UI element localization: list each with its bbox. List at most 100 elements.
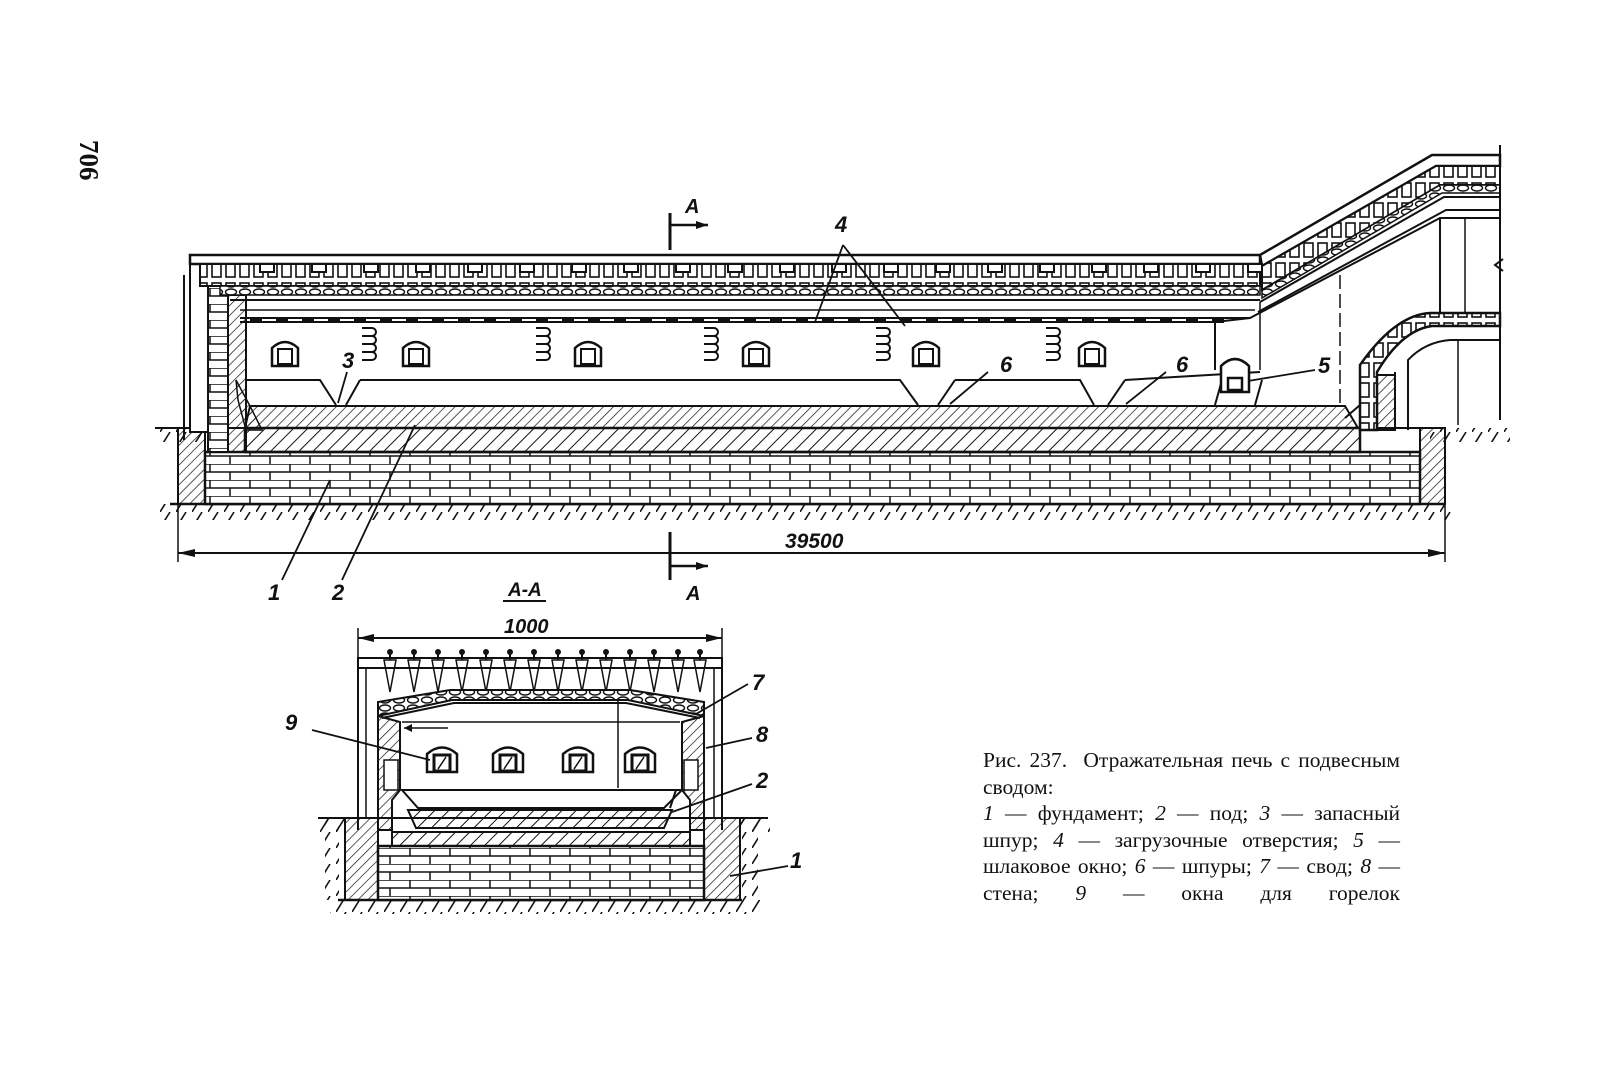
- roof-tie-mark: [562, 318, 574, 323]
- charging-opening-mark: [727, 263, 743, 273]
- roof-tie-mark: [250, 318, 262, 323]
- roof-tie-mark: [302, 318, 314, 323]
- callouts-section: 7 8 2 1 9: [285, 670, 802, 877]
- hearth: [243, 405, 1362, 454]
- roof-tie-mark: [848, 318, 860, 323]
- callout-9: 9: [285, 710, 298, 735]
- roof-tie-mark: [432, 318, 444, 323]
- roof-tie-mark: [1030, 318, 1042, 323]
- roof-tie-mark: [354, 318, 366, 323]
- roof-tie-mark: [640, 318, 652, 323]
- legend-num-2: 2: [1155, 801, 1166, 825]
- charging-opening-mark: [1039, 263, 1055, 273]
- section-foundation: [376, 844, 706, 902]
- roof-tie-mark: [692, 318, 704, 323]
- roof-tie-mark: [484, 318, 496, 323]
- legend-num-7: 7: [1259, 854, 1271, 878]
- charging-opening-mark: [883, 263, 899, 273]
- callout-1-section: 1: [790, 848, 802, 873]
- foundation: [177, 427, 1446, 506]
- side-windows: [270, 340, 1107, 368]
- callout-7: 7: [752, 670, 766, 695]
- section-walls: [344, 714, 741, 901]
- roof-tie-mark: [458, 318, 470, 323]
- legend-text-4: загрузочные отверстия;: [1114, 827, 1339, 852]
- callout-4: 4: [834, 212, 847, 237]
- figure-title: Отражательная печь с подвесным сводом:: [983, 748, 1400, 799]
- roof-tie-mark: [1004, 318, 1016, 323]
- roof-tie-mark: [1186, 318, 1198, 323]
- roof-tie-mark: [796, 318, 808, 323]
- legend-text-2: под;: [1209, 801, 1249, 825]
- callout-2-section: 2: [755, 768, 769, 793]
- caption-line-1: Рис. 237. Отражательная печь с подвесным…: [983, 747, 1400, 800]
- charging-opening-mark: [467, 263, 483, 273]
- charging-opening-mark: [1143, 263, 1159, 273]
- charging-opening-mark: [935, 263, 951, 273]
- main-view: A A 39500 1 2 3 4: [155, 145, 1510, 605]
- charging-opening-mark: [1091, 263, 1107, 273]
- charging-opening-mark: [1195, 263, 1211, 273]
- charging-opening-mark: [363, 263, 379, 273]
- legend-text-3: запасный шпур;: [983, 801, 1401, 852]
- legend-text-5: шлаковое окно;: [983, 854, 1128, 878]
- burner-windows: [425, 746, 657, 774]
- charging-opening-mark: [259, 263, 275, 273]
- roof-tie-mark: [1160, 318, 1172, 323]
- roof-tie-mark: [510, 318, 522, 323]
- width-dimension: 1000: [357, 616, 723, 668]
- roof-tie-mark: [770, 318, 782, 323]
- section-mark-bottom: A: [668, 532, 708, 605]
- right-flue: [1344, 311, 1502, 432]
- legend-text-7: свод;: [1306, 854, 1353, 878]
- legend-text-9: окна для горелок: [1181, 880, 1401, 905]
- callout-6-second: 6: [1176, 352, 1189, 377]
- roof-tie-mark: [276, 318, 288, 323]
- charging-opening-mark: [987, 263, 1003, 273]
- roof-tie-mark: [536, 318, 548, 323]
- section-mark-label-bottom: A: [685, 583, 700, 605]
- length-dimension-label: 39500: [785, 530, 844, 553]
- charging-opening-mark: [415, 263, 431, 273]
- roof-tie-mark: [614, 318, 626, 323]
- roof-tie-mark: [406, 318, 418, 323]
- roof-tie-mark: [978, 318, 990, 323]
- section-mark-top: A: [668, 196, 708, 250]
- legend-num-6: 6: [1134, 854, 1146, 878]
- width-dimension-label: 1000: [504, 616, 549, 638]
- roof-tie-mark: [1108, 318, 1120, 323]
- roof-tie-mark: [1056, 318, 1068, 323]
- section-hearth: [391, 789, 691, 847]
- roof-tie-mark: [380, 318, 392, 323]
- slag-window: [1219, 357, 1251, 394]
- callout-2: 2: [331, 580, 345, 605]
- legend-num-1: 1: [983, 801, 994, 825]
- charging-opening-mark: [311, 263, 327, 273]
- callout-3: 3: [342, 348, 354, 373]
- legend-num-5: 5: [1353, 827, 1364, 852]
- legend-num-9: 9: [1075, 880, 1087, 905]
- roof-tie-mark: [952, 318, 964, 323]
- callout-8: 8: [756, 722, 769, 747]
- legend-text-6: шпуры;: [1181, 854, 1252, 878]
- legend-num-8: 8: [1360, 854, 1372, 878]
- section-view: A-A 1000: [285, 580, 802, 914]
- roof-tie-mark: [588, 318, 600, 323]
- roof-tie-mark: [1212, 318, 1224, 323]
- legend-text-1: фундамент;: [1037, 801, 1144, 825]
- charging-opening-mark: [571, 263, 587, 273]
- roof-tie-mark: [328, 318, 340, 323]
- roof-hangers: [383, 648, 707, 693]
- roof-tie-mark: [666, 318, 678, 323]
- roof-tie-mark: [1082, 318, 1094, 323]
- charging-opening-mark: [675, 263, 691, 273]
- legend-num-3: 3: [1259, 801, 1271, 825]
- callout-1: 1: [268, 580, 280, 605]
- figure-number: Рис. 237.: [983, 748, 1068, 772]
- charging-openings: [250, 263, 1263, 323]
- callout-5: 5: [1318, 353, 1331, 378]
- legend-num-4: 4: [1053, 827, 1064, 852]
- charging-opening-mark: [779, 263, 795, 273]
- section-roof: [377, 689, 705, 719]
